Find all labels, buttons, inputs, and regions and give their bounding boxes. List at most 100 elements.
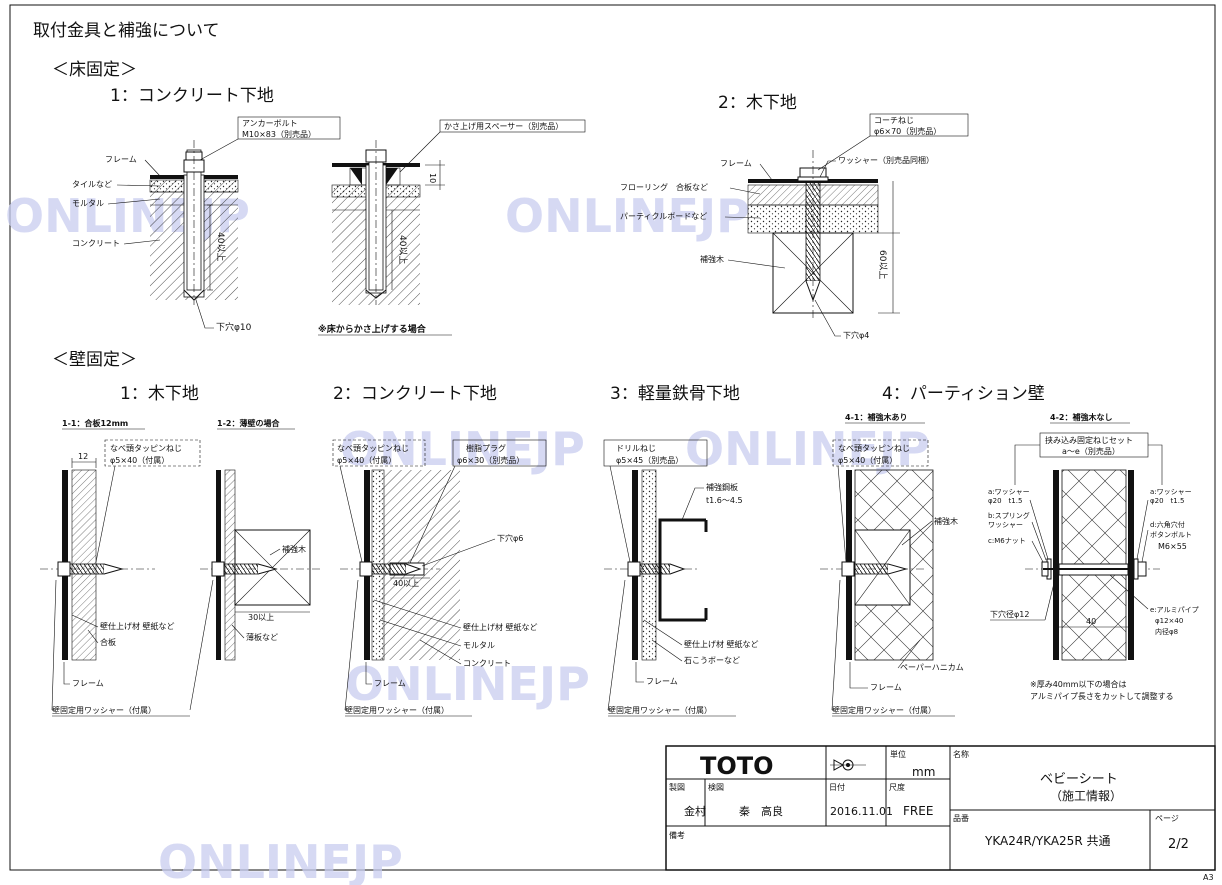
partition-note-2: アルミパイプ長さをカットして調整する	[1030, 691, 1174, 701]
date-value: 2016.11.01	[830, 805, 893, 818]
wall-steel-frame: フレーム	[646, 677, 678, 686]
floor-wood-detail: 2：木下地 60以上 コーチねじ φ6×70（別売品） フレーム ワッシャー（別…	[620, 93, 969, 340]
wall-concrete-screw1: なべ頭タッピンねじ	[337, 444, 409, 453]
partition-sub1: 4-1：補強木あり	[845, 412, 907, 422]
drawn-label: 製図	[669, 782, 685, 792]
wall-wood-detail: 1：木下地 1-1：合板12mm 1-2：薄壁の場合 12 なべ頭タッピンねじ …	[40, 384, 320, 717]
watermark-text: ONLINEJP	[505, 189, 750, 243]
wall-steel-finish: 壁仕上げ材 壁紙など	[684, 639, 759, 649]
page-title: 取付金具と補強について	[33, 21, 220, 41]
wall-wood-sub1: 1-1：合板12mm	[62, 418, 128, 428]
coach-screw-label: コーチねじ	[874, 116, 914, 125]
wall-wood-twelve: 12	[78, 452, 88, 461]
wall-partition-detail: 4：パーティション壁 4-1：補強木あり 4-2：補強木なし なべ頭タッピンねじ…	[820, 384, 1199, 717]
e-label-1: e:アルミパイプ	[1150, 606, 1199, 614]
unit-label: 単位	[890, 749, 906, 759]
sheet-border	[9, 4, 1216, 871]
mortar-label: モルタル	[72, 199, 104, 208]
wall-wood-frame: フレーム	[72, 679, 104, 688]
wall-concrete-screw2: φ5×40（付属）	[337, 455, 396, 465]
a-right-1: a:ワッシャー	[1150, 488, 1192, 496]
wall-concrete-depth: 40以上	[393, 579, 419, 588]
b-label-2: ワッシャー	[988, 521, 1023, 529]
scale-label: 尺度	[889, 782, 905, 792]
partition-washer: 壁固定用ワッシャー（付属）	[832, 705, 936, 715]
reinforce-wood-label: 補強木	[700, 254, 724, 264]
wall-concrete-hole: 下穴φ6	[497, 533, 523, 543]
floor-frame-label: フレーム	[105, 155, 137, 164]
wall-concrete-title: 2：コンクリート下地	[333, 384, 497, 404]
wall-wood-thirty: 30以上	[248, 613, 274, 622]
a-left-2: φ20 t1.5	[988, 497, 1022, 505]
partition-hole: 下穴径φ12	[990, 609, 1029, 619]
watermark-layer: ONLINEJP ONLINEJP ONLINEJP ONLINEJP ONLI…	[5, 189, 930, 885]
d-label-2: ボタンボルト	[1150, 530, 1192, 539]
anchor-bolt-size: M10×83（別売品）	[242, 129, 316, 139]
page-label: ページ	[1155, 814, 1179, 823]
partition-screw2: φ5×40（付属）	[838, 455, 897, 465]
drill-screw-label: ドリルねじ	[616, 444, 656, 453]
wall-heading: ＜壁固定＞	[52, 350, 137, 370]
wall-wood-finish: 壁仕上げ材 壁紙など	[100, 621, 175, 631]
floor-concrete-title: 1：コンクリート下地	[110, 86, 274, 106]
flooring-label: フローリング 合板など	[620, 182, 708, 192]
washer-label: ワッシャー（別売品同梱）	[838, 155, 934, 165]
part-value: YKA24R/YKA25R 共通	[984, 834, 1110, 848]
wall-steel-washer: 壁固定用ワッシャー（付属）	[608, 705, 712, 715]
honeycomb-label: ペーパーハニカム	[900, 663, 964, 672]
sheet-size-label: A3	[1203, 873, 1214, 882]
wall-concrete-finish: 壁仕上げ材 壁紙など	[463, 622, 538, 632]
wall-concrete-detail: 2：コンクリート下地 40以上 なべ頭タッピンねじ φ5×40（付属） 樹脂プラ…	[332, 384, 547, 717]
partition-reinforce: 補強木	[934, 516, 958, 526]
a-right-2: φ20 t1.5	[1150, 497, 1184, 505]
watermark-text: ONLINEJP	[685, 422, 930, 476]
plug-label: 樹脂プラグ	[466, 443, 506, 453]
e-label-2: φ12×40	[1155, 617, 1183, 625]
floor-heading: ＜床固定＞	[52, 60, 137, 80]
wood-frame-label: フレーム	[720, 159, 752, 168]
checked-label: 検図	[708, 782, 724, 792]
particle-label: パーティクルボードなど	[620, 212, 707, 221]
drawn-value: 金村	[684, 804, 706, 818]
wall-wood-screw2: φ5×40（付属）	[110, 455, 169, 465]
wall-steel-title: 3：軽量鉄骨下地	[610, 384, 740, 404]
watermark-text: ONLINEJP	[345, 657, 590, 711]
coach-screw-size: φ6×70（別売品）	[874, 126, 941, 136]
set-range: a～e（別売品）	[1062, 446, 1120, 456]
partition-frame: フレーム	[870, 683, 902, 692]
wall-wood-plywood: 合板	[100, 637, 116, 647]
brand-logo: TOTO	[700, 752, 774, 780]
floor-wood-title: 2：木下地	[718, 93, 797, 113]
floor-wood-depth: 60以上	[877, 250, 888, 279]
wall-wood-title: 1：木下地	[120, 384, 199, 404]
partition-note-1: ※厚み40mm以下の場合は	[1030, 679, 1126, 689]
spacer-label: かさ上げ用スペーサー（別売品）	[444, 121, 563, 131]
watermark-text: ONLINEJP	[340, 422, 585, 476]
wall-steel-gypsum: 石こうボーなど	[684, 656, 740, 665]
remarks-label: 備考	[669, 830, 685, 840]
projection-symbol-icon	[830, 759, 866, 771]
tile-label: タイルなど	[72, 180, 112, 189]
title-block: TOTO 単位 mm 名称 ベビーシート （施工情報） 製図 金村 検図 秦 高…	[665, 745, 1216, 871]
wall-wood-reinforce: 補強木	[282, 544, 306, 554]
wall-concrete-washer: 壁固定用ワッシャー（付属）	[345, 705, 449, 715]
wall-wood-sub2: 1-2：薄壁の場合	[217, 418, 280, 428]
wall-steel-detail: 3：軽量鉄骨下地 ドリルねじ φ5×45（別売品） 補強鋼板 t1.6～4.5 …	[603, 384, 759, 717]
raised-ten: 10	[428, 173, 437, 183]
b-label-1: b:スプリング	[988, 511, 1030, 520]
wall-wood-thin: 薄板など	[246, 632, 278, 642]
floor-wood-hole: 下穴φ4	[843, 330, 869, 340]
wall-concrete-concrete: コンクリート	[463, 659, 511, 668]
floor-hole-label: 下穴φ10	[216, 321, 252, 333]
floor-concrete-depth: 40以上	[215, 232, 226, 261]
partition-sub2: 4-2：補強木なし	[1050, 412, 1112, 422]
wall-wood-washer: 壁固定用ワッシャー（付属）	[52, 705, 156, 715]
e-label-3: 内径φ8	[1155, 627, 1178, 636]
wall-wood-screw1: なべ頭タッピンねじ	[110, 444, 182, 453]
watermark-text: ONLINEJP	[158, 835, 403, 885]
concrete-label: コンクリート	[72, 239, 120, 248]
product-name: ベビーシート	[1040, 772, 1118, 787]
plug-size: φ6×30（別売品）	[457, 455, 524, 465]
wall-partition-title: 4：パーティション壁	[882, 384, 1045, 404]
d-label-1: d:六角穴付	[1150, 520, 1185, 529]
